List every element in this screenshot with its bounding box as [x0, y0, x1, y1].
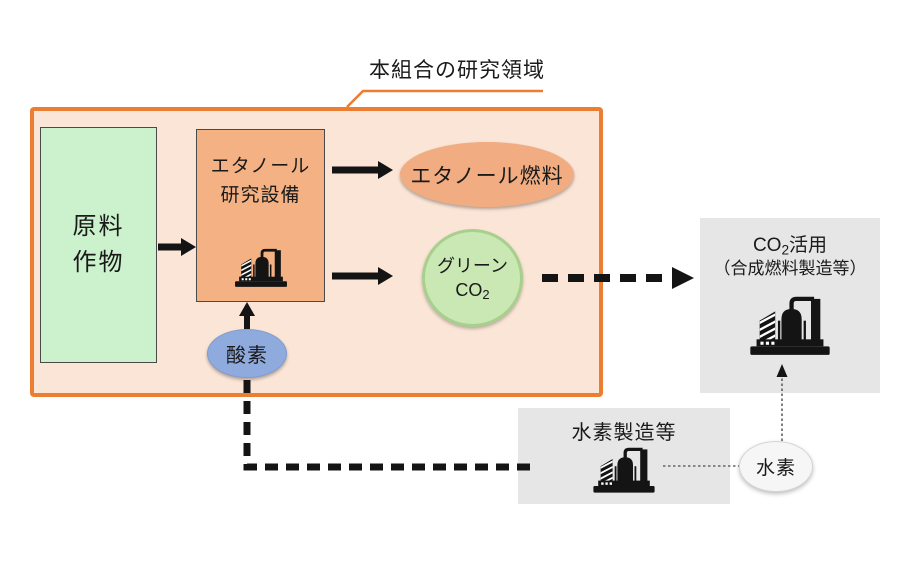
- factory-icon: [747, 288, 833, 358]
- title-callout-line: [346, 89, 543, 108]
- co2-utilization-sublabel: （合成燃料製造等）: [713, 259, 867, 278]
- green-co2-circle: グリーン CO2: [422, 229, 523, 327]
- green-co2-label-line2: CO2: [455, 280, 490, 303]
- raw-crop-label-line2: 作物: [72, 249, 125, 276]
- ethanol-fuel-label: エタノール燃料: [410, 164, 564, 188]
- oxygen-label: 酸素: [226, 345, 268, 367]
- raw-crop-box: 原料 作物: [40, 127, 157, 363]
- ethanol-fuel-ellipse: エタノール燃料: [400, 142, 574, 207]
- hydrogen-production-label: 水素製造等: [571, 422, 677, 444]
- hydrogen-production-box: 水素製造等: [518, 408, 730, 504]
- oxygen-ellipse: 酸素: [207, 329, 287, 378]
- factory-icon: [591, 440, 657, 496]
- hydrogen-label: 水素: [755, 458, 796, 479]
- raw-crop-label-line1: 原料: [72, 213, 125, 240]
- factory-icon: [233, 243, 289, 289]
- green-co2-label-line1: グリーン: [436, 256, 509, 276]
- ethanol-facility-label: エタノール 研究設備: [210, 156, 311, 206]
- hydrogen-ellipse: 水素: [739, 441, 813, 492]
- co2-utilization-box: CO2活用 （合成燃料製造等）: [700, 218, 880, 393]
- page-title: 本組合の研究領域: [369, 59, 545, 82]
- co2-utilization-label: CO2活用: [752, 235, 828, 258]
- ethanol-facility-box: エタノール 研究設備: [196, 129, 325, 302]
